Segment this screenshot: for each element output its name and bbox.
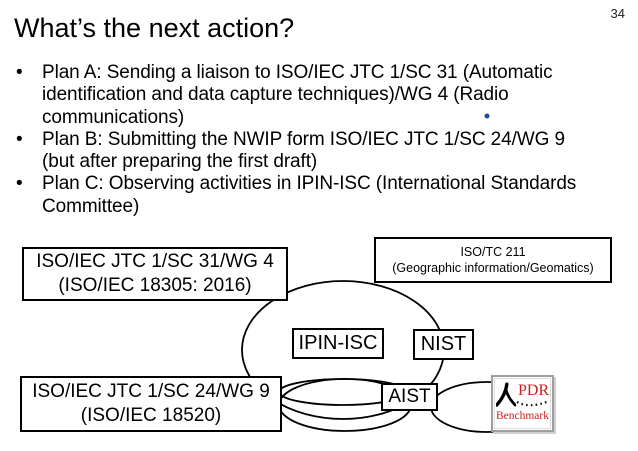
box-line: (ISO/IEC 18305: 2016) — [58, 275, 252, 296]
bullet-marker: • — [16, 173, 23, 195]
box-line: (Geographic information/Geomatics) — [392, 261, 594, 275]
bullet-item-plan-b: • Plan B: Submitting the NWIP form ISO/I… — [16, 129, 598, 174]
box-line: (ISO/IEC 18520) — [80, 405, 222, 426]
bullet-item-plan-c: • Plan C: Observing activities in IPIN-I… — [16, 173, 598, 218]
bullet-text: Plan B: Submitting the NWIP form ISO/IEC… — [42, 128, 565, 173]
box-nist: NIST — [413, 329, 474, 360]
box-iso-jtc1-sc31-wg4: ISO/IEC JTC 1/SC 31/WG 4 (ISO/IEC 18305:… — [22, 247, 288, 301]
page-number: 34 — [610, 6, 625, 21]
box-line: ISO/IEC JTC 1/SC 24/WG 9 — [32, 381, 270, 402]
slide-title: What’s the next action? — [14, 13, 295, 43]
box-line: IPIN-ISC — [298, 332, 378, 354]
footsteps-dots-icon — [516, 399, 550, 407]
bullet-text: Plan C: Observing activities in IPIN-ISC… — [42, 173, 577, 217]
box-line: AIST — [388, 386, 431, 407]
pdr-logo-title: PDR — [518, 382, 550, 399]
box-line: NIST — [420, 333, 467, 355]
bullet-list: • Plan A: Sending a liaison to ISO/IEC J… — [16, 62, 598, 218]
box-line: ISO/TC 211 — [460, 245, 526, 259]
bullet-text: Plan A: Sending a liaison to ISO/IEC JTC… — [42, 62, 553, 128]
pdr-logo-subtitle: Benchmark — [495, 410, 549, 422]
bullet-marker: • — [16, 62, 23, 83]
person-kanji-icon — [496, 382, 516, 407]
box-ipin-isc: IPIN-ISC — [292, 328, 384, 359]
pdr-benchmark-logo: PDR Benchmark — [491, 375, 554, 432]
box-aist: AIST — [381, 383, 438, 411]
bullet-marker: • — [16, 128, 23, 150]
box-line: ISO/IEC JTC 1/SC 31/WG 4 — [36, 251, 274, 272]
box-iso-tc211: ISO/TC 211 (Geographic information/Geoma… — [374, 237, 612, 283]
box-iso-jtc1-sc24-wg9: ISO/IEC JTC 1/SC 24/WG 9 (ISO/IEC 18520) — [20, 376, 282, 432]
bullet-item-plan-a: • Plan A: Sending a liaison to ISO/IEC J… — [16, 62, 598, 129]
